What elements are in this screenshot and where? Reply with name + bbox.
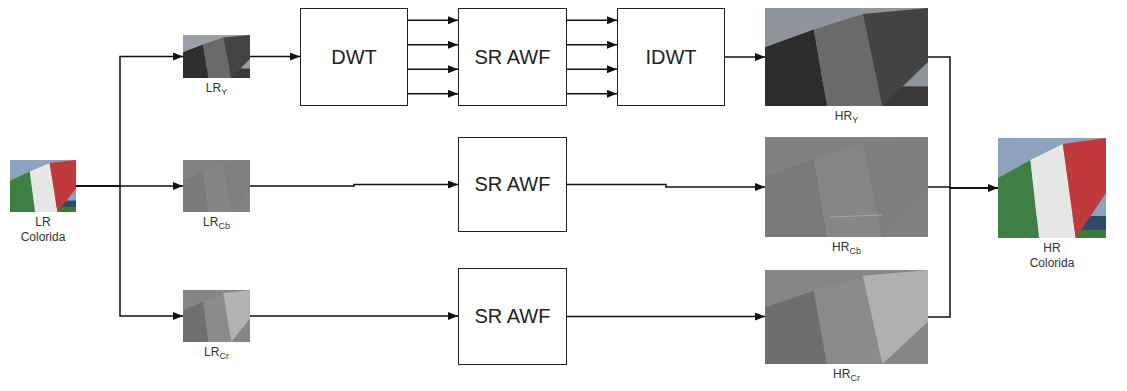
image-node: LR Colorida [10, 160, 76, 212]
connector-arrow [567, 316, 765, 318]
subscript-label: Y [852, 115, 858, 125]
subscript-label: Cr [219, 351, 229, 361]
box-label: IDWT [645, 46, 696, 69]
connector-arrow [567, 20, 617, 22]
image-label: HR [832, 240, 849, 254]
image-label: LR [203, 215, 218, 229]
image-caption: HRCb [832, 240, 861, 256]
image-caption: HRCr [833, 367, 860, 383]
subscript-label: Cr [850, 373, 860, 383]
image-label: HR [833, 367, 850, 381]
image-label: HR Colorida [1030, 241, 1075, 270]
connector-arrow [725, 56, 765, 58]
connector-arrow [408, 20, 458, 22]
box-label: DWT [331, 46, 377, 69]
chroma-photo [183, 160, 250, 212]
image-label: LR [204, 345, 219, 359]
image-caption: HR Colorida [1021, 241, 1083, 271]
connector-arrow [928, 57, 998, 188]
box-label: SR AWF [475, 305, 551, 328]
subscript-label: Cb [218, 221, 230, 231]
image-caption: LRY [206, 81, 227, 97]
luma-photo [765, 8, 928, 106]
process-box: IDWT [617, 8, 725, 106]
connector-arrow [250, 56, 300, 58]
connector-arrow [928, 188, 998, 317]
connector-arrow [408, 93, 458, 95]
process-box: SR AWF [458, 137, 567, 232]
connector-arrow [567, 93, 617, 95]
process-box: SR AWF [458, 268, 567, 365]
color-photo [998, 138, 1106, 238]
image-label: HR [835, 109, 852, 123]
process-box: SR AWF [458, 8, 567, 106]
image-node: LRY [183, 35, 250, 78]
image-caption: LRCr [204, 345, 229, 361]
color-photo [10, 160, 76, 212]
subscript-label: Y [221, 87, 227, 97]
connector-arrow [408, 69, 458, 71]
image-node: HRCb [765, 137, 928, 237]
process-box: DWT [300, 8, 408, 106]
chroma-photo [765, 270, 928, 364]
box-label: SR AWF [475, 46, 551, 69]
image-node: LRCb [183, 160, 250, 212]
image-node: HRY [765, 8, 928, 106]
connector-arrow [76, 57, 183, 187]
connector-arrow [408, 44, 458, 46]
connector-arrow [567, 44, 617, 46]
image-caption: LR Colorida [12, 215, 74, 245]
chroma-photo [765, 137, 928, 237]
box-label: SR AWF [475, 173, 551, 196]
chroma-photo [183, 290, 250, 342]
connector-arrow [567, 69, 617, 71]
image-caption: HRY [835, 109, 858, 125]
image-label: LR [206, 81, 221, 95]
image-label: LR Colorida [21, 215, 66, 244]
image-node: HR Colorida [998, 138, 1106, 238]
connector-arrow [250, 185, 458, 187]
image-node: HRCr [765, 270, 928, 364]
connector-arrow [250, 315, 458, 317]
connector-arrow [567, 185, 765, 188]
image-caption: LRCb [203, 215, 230, 231]
subscript-label: Cb [849, 246, 861, 256]
image-node: LRCr [183, 290, 250, 342]
connector-arrow [76, 186, 183, 316]
luma-photo [183, 35, 250, 78]
